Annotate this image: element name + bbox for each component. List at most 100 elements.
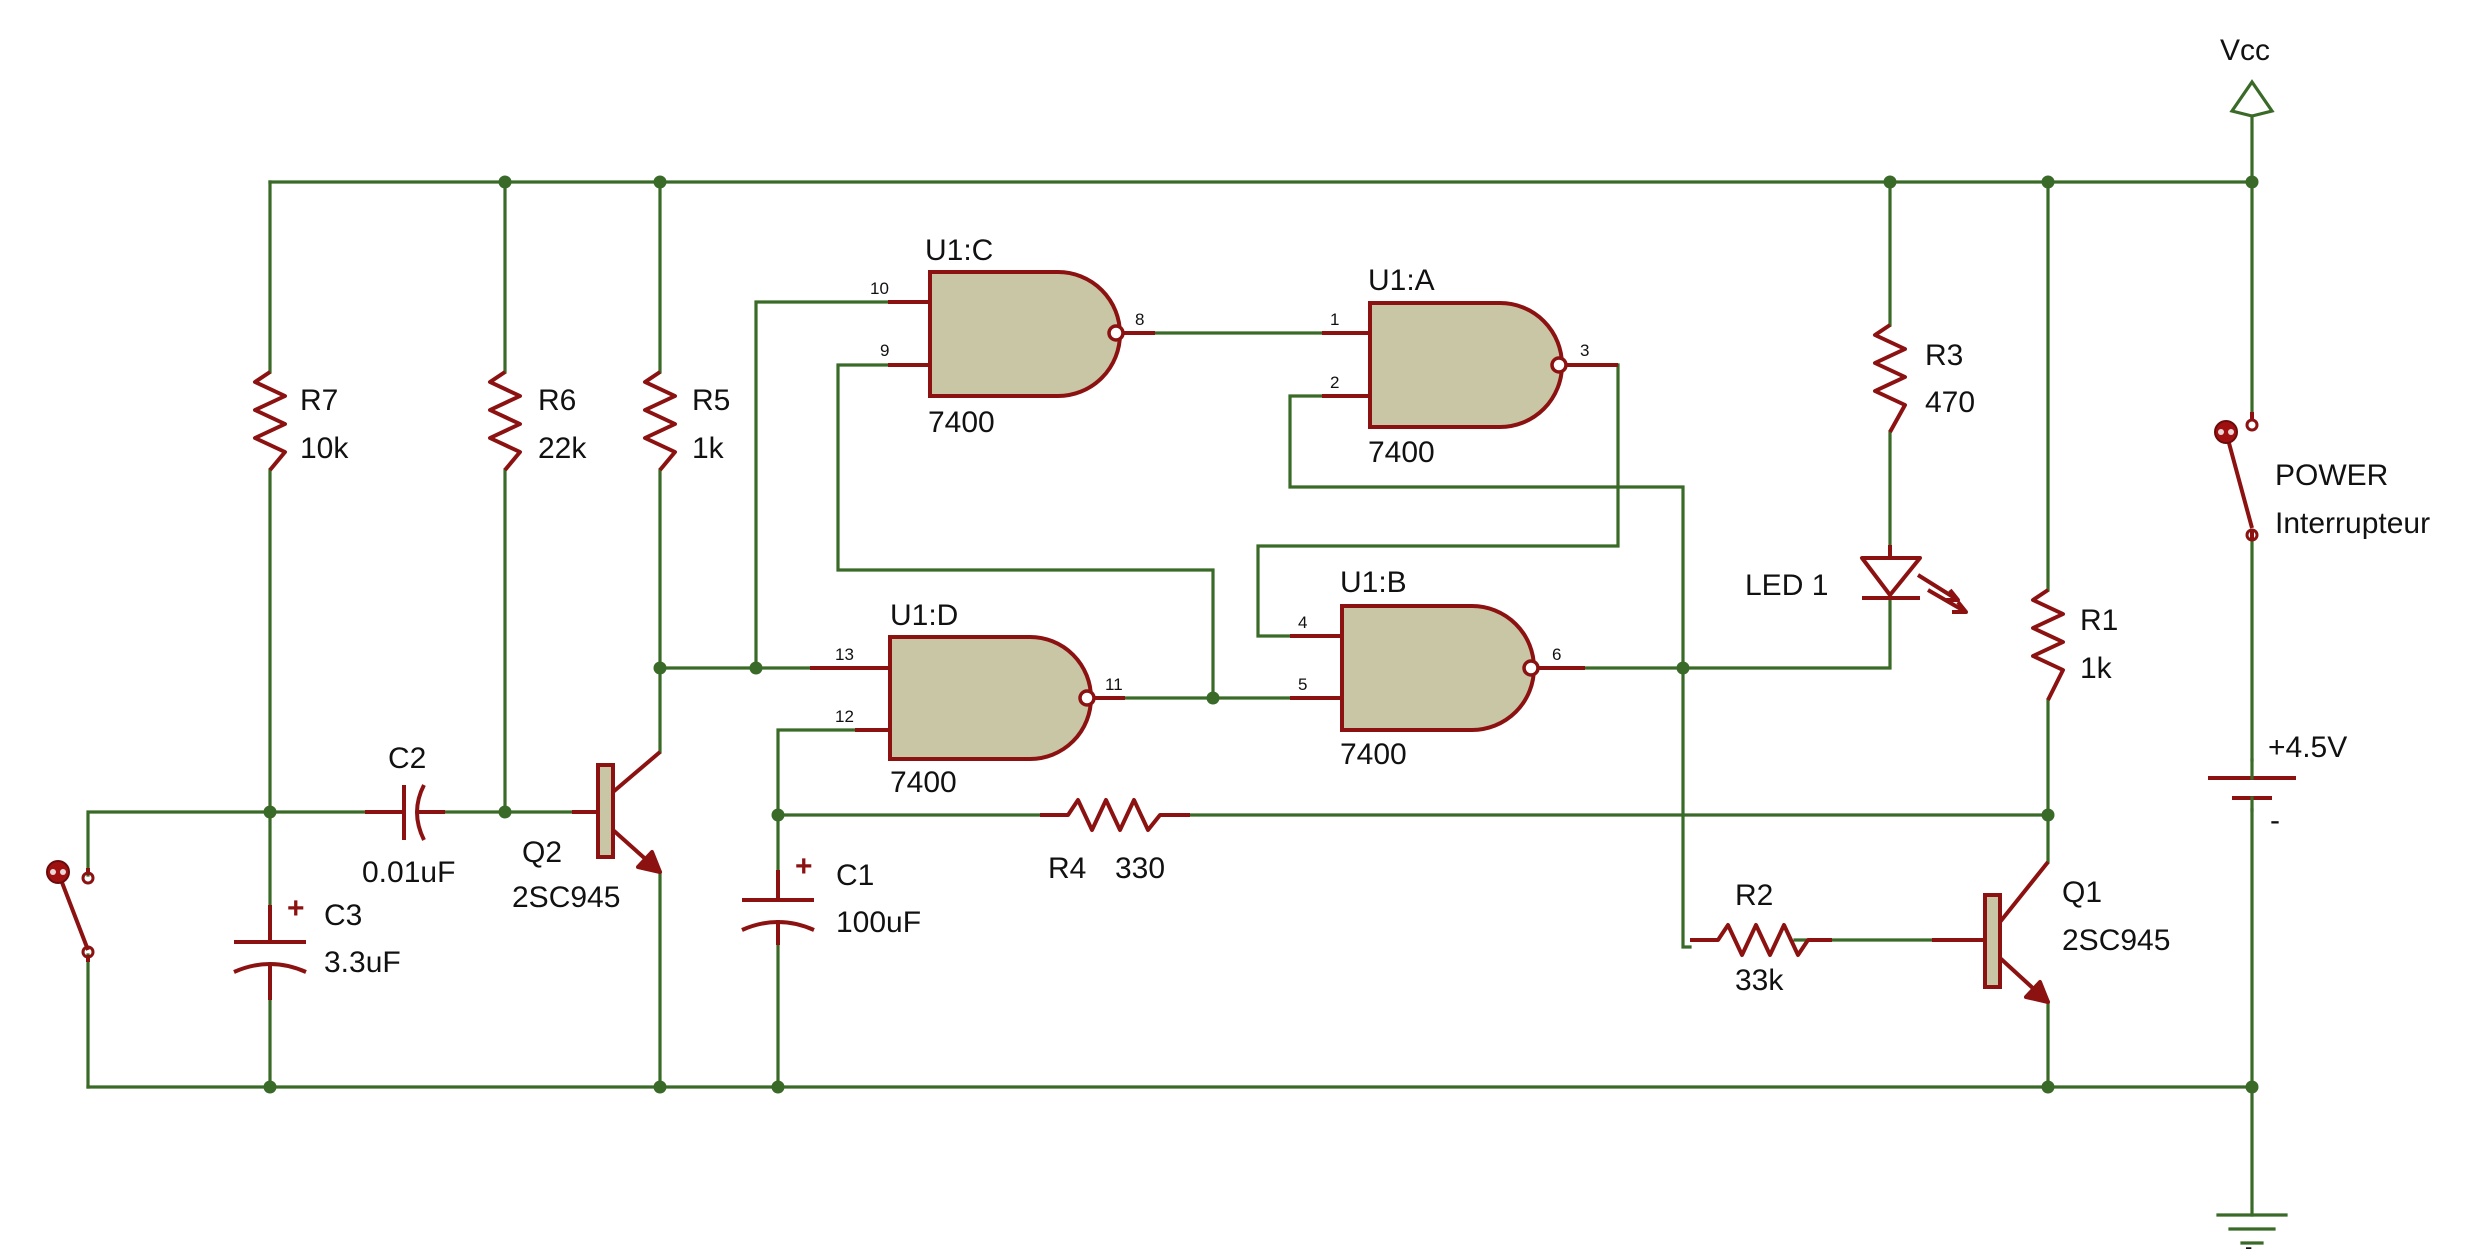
nand-gate-u1c: 10 9 8 U1:C 7400 [870, 234, 1155, 439]
pin-number: 1 [1330, 310, 1339, 329]
switch-knob-dot [2218, 429, 2224, 435]
gate-part: 7400 [890, 766, 957, 799]
a2-loop-wire [1288, 394, 1692, 949]
resistor-zigzag-icon [1690, 923, 1832, 957]
gate-ref: U1:A [1368, 264, 1435, 297]
pin-number: 10 [870, 279, 889, 298]
junction-dot [263, 1080, 277, 1094]
ground-icon [2216, 1213, 2288, 1245]
ground-symbol: - [2216, 1213, 2288, 1258]
pin-number: 12 [835, 707, 854, 726]
nand-gate-body-icon [1340, 604, 1536, 732]
q2-value: 2SC945 [512, 881, 620, 914]
r2-value: 33k [1735, 964, 1784, 997]
switch-knob-icon [46, 860, 70, 884]
switch-knob-icon [2214, 420, 2238, 444]
pin-number: 4 [1298, 613, 1307, 632]
r6-value: 22k [538, 432, 587, 465]
r1-value: 1k [2080, 652, 2113, 685]
r4-value: 330 [1115, 852, 1165, 885]
q2-ref: Q2 [522, 836, 562, 869]
gate-part: 7400 [1340, 738, 1407, 771]
switch-knob-dot [2228, 429, 2234, 435]
gate-ref: U1:C [925, 234, 993, 267]
c2-ref: C2 [388, 742, 426, 775]
resistor-zigzag-icon [1040, 798, 1190, 832]
switch-knob-dot [60, 869, 66, 875]
a3-to-b4-wire [1256, 363, 1620, 638]
switch-knob-dot [50, 869, 56, 875]
resistor-r5: R5 1k [643, 370, 730, 472]
pin-number: 9 [880, 341, 889, 360]
junction-dot [653, 661, 667, 675]
nand-gate-u1d: 13 12 11 U1:D 7400 [810, 599, 1125, 799]
resistor-r2: R2 33k [1690, 879, 1832, 997]
transistor-base-bar-icon [1983, 893, 2002, 989]
nand-gate-u1a: 1 2 3 U1:A 7400 [1322, 264, 1618, 469]
c3-value: 3.3uF [324, 946, 401, 979]
capacitor-icon [233, 905, 307, 1000]
r7-value: 10k [300, 432, 349, 465]
nand-gate-body-icon [928, 270, 1122, 398]
pin-number: 8 [1135, 310, 1144, 329]
r5-ref: R5 [692, 384, 730, 417]
pin-number: 11 [1105, 675, 1123, 694]
r1-ref: R1 [2080, 604, 2118, 637]
capacitor-icon [741, 870, 815, 945]
r3-value: 470 [1925, 386, 1975, 419]
resistor-r6: R6 22k [488, 370, 587, 472]
junction-dot [2041, 808, 2055, 822]
q1-value: 2SC945 [2062, 924, 2170, 957]
r7-ref: R7 [300, 384, 338, 417]
capacitor-c1: + C1 100uF [741, 850, 921, 945]
gate-leads [1322, 331, 1618, 398]
c1-ref: C1 [836, 859, 874, 892]
resistor-zigzag-icon [2031, 588, 2065, 701]
d12-c1-wire [776, 728, 857, 1089]
battery-icon [2208, 776, 2296, 800]
battery: +4.5V - [2208, 731, 2347, 837]
power-switch-label: POWER [2275, 459, 2388, 492]
resistor-zigzag-icon [253, 370, 287, 472]
c2-value: 0.01uF [362, 856, 455, 889]
capacitor-icon [365, 784, 445, 841]
battery-value: +4.5V [2268, 731, 2347, 764]
vcc-label: Vcc [2220, 34, 2270, 67]
r2-ref: R2 [1735, 879, 1773, 912]
capacitor-c3: + C3 3.3uF [233, 892, 401, 1000]
nand-gate-body-icon [888, 635, 1093, 761]
pin-number: 2 [1330, 373, 1339, 392]
pin-number: 3 [1580, 341, 1589, 360]
feedback-to-c10 [754, 300, 890, 670]
inversion-bubble-icon [1550, 356, 1568, 374]
junction-dot [1883, 175, 1897, 189]
gate-part: 7400 [928, 406, 995, 439]
wires [86, 114, 2254, 1217]
resistor-zigzag-icon [488, 370, 522, 472]
b6-output-wire [1583, 596, 1892, 670]
junction-dot [1676, 661, 1690, 675]
switch-contact-icon [81, 945, 95, 959]
r4-ref: R4 [1048, 852, 1086, 885]
gate-part: 7400 [1368, 436, 1435, 469]
trigger-switch-wire [86, 810, 367, 1089]
r3-ref: R3 [1925, 339, 1963, 372]
resistor-r3: R3 470 [1873, 323, 1975, 433]
r6-ref: R6 [538, 384, 576, 417]
c1-value: 100uF [836, 906, 921, 939]
battery-minus-label: - [2270, 804, 2280, 837]
transistor-base-bar-icon [596, 763, 615, 859]
junction-dot [749, 661, 763, 675]
gate-ref: U1:D [890, 599, 958, 632]
led-1: LED 1 [1745, 545, 1968, 614]
junction-dot [653, 1080, 667, 1094]
vcc-terminal: Vcc [2220, 34, 2275, 118]
junction-dot [2041, 1080, 2055, 1094]
pin-number: 13 [835, 645, 854, 664]
c3-ref: C3 [324, 899, 362, 932]
vcc-arrow-icon [2229, 79, 2275, 118]
emitter-arrow-icon [2024, 980, 2050, 1004]
junction-dot [2041, 175, 2055, 189]
ground-minus-label: - [2245, 1234, 2252, 1258]
resistor-zigzag-icon [643, 370, 677, 472]
